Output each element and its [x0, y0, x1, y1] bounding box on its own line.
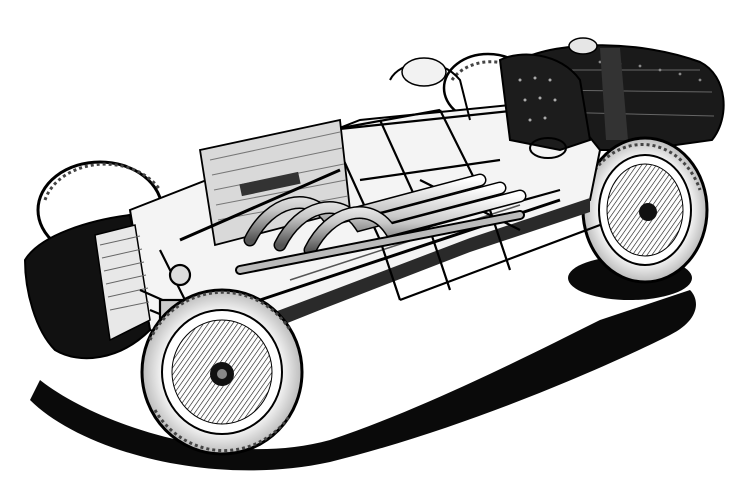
exhaust-manifold: [235, 173, 527, 275]
rear-right-wheel: [581, 136, 709, 284]
front-right-wheel: [140, 288, 304, 456]
nose-cowling: [23, 213, 152, 360]
steering-wheel: [529, 137, 567, 159]
radiator: [94, 224, 151, 342]
fuel-cap: [568, 37, 598, 55]
cockpit: [389, 53, 592, 159]
